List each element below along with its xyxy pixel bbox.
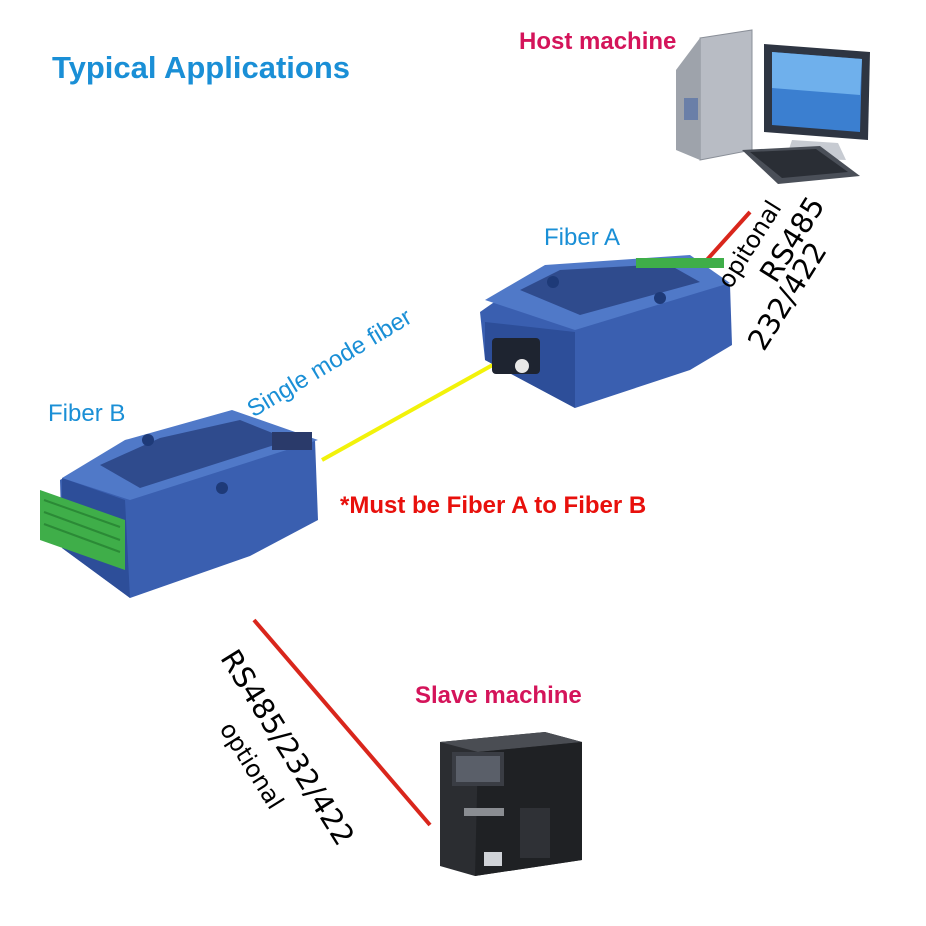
page-title: Typical Applications (52, 50, 350, 85)
fiber-modem-b-icon (40, 410, 318, 598)
fiber-cable (321, 360, 499, 462)
fiber-modem-a-icon (480, 255, 732, 408)
desktop-computer-icon (676, 29, 870, 184)
plc-controller-icon (440, 732, 582, 876)
fiber-a-label: Fiber A (544, 224, 621, 251)
pairing-note: *Must be Fiber A to Fiber B (340, 492, 647, 519)
slave-serial-line (252, 618, 432, 827)
slave-machine-label: Slave machine (415, 682, 582, 709)
fiber-b-label: Fiber B (48, 400, 126, 427)
host-serial-line (703, 210, 752, 264)
host-machine-label: Host machine (519, 28, 677, 55)
